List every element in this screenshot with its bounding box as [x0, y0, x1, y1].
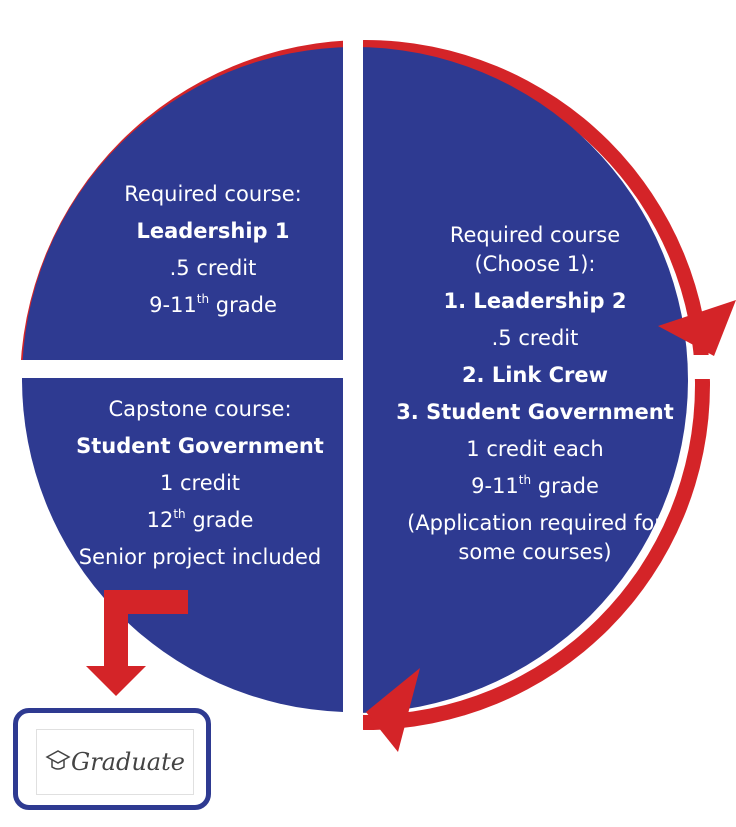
bottom-left-note: Senior project included	[78, 545, 322, 569]
graduate-box: Graduate	[13, 708, 211, 810]
bottom-left-heading: Capstone course:	[108, 397, 292, 421]
right-option-1: 1. Leadership 2	[443, 289, 627, 313]
right-note-line1: (Application required for	[407, 511, 663, 535]
top-left-grade: 9-11th grade	[149, 292, 277, 317]
right-heading-line1: Required course	[449, 223, 621, 247]
bottom-left-course-panel: Capstone course: Student Government 1 cr…	[40, 395, 360, 580]
top-left-course-panel: Required course: Leadership 1 .5 credit …	[83, 180, 343, 328]
ring-break-left	[0, 360, 40, 378]
right-note-line2: some courses)	[458, 540, 612, 564]
top-left-credit: .5 credit	[169, 256, 257, 280]
top-left-course-name: Leadership 1	[136, 219, 290, 243]
bottom-left-credit: 1 credit	[159, 471, 241, 495]
top-left-heading: Required course:	[124, 182, 302, 206]
navy-bottom-left	[21, 378, 344, 712]
graduation-cap-icon	[45, 750, 71, 770]
right-option-1-credit: .5 credit	[491, 326, 579, 350]
arrowhead-right	[658, 300, 736, 356]
graduate-logo-text: Graduate	[71, 748, 185, 776]
bottom-left-course-name: Student Government	[76, 434, 324, 458]
elbow-arrow-vertical	[104, 590, 128, 670]
right-heading-line2: (Choose 1):	[474, 252, 596, 276]
ring-break-right	[690, 355, 736, 379]
right-credit: 1 credit each	[466, 437, 604, 461]
vertical-divider	[343, 30, 363, 730]
right-option-2: 2. Link Crew	[461, 363, 609, 387]
arrowhead-bottom	[366, 668, 420, 752]
right-course-panel: Required course (Choose 1): 1. Leadershi…	[370, 221, 700, 575]
graduate-logo: Graduate	[36, 729, 194, 795]
horizontal-divider	[0, 360, 343, 378]
right-option-3: 3. Student Government	[396, 400, 674, 424]
elbow-arrowhead	[86, 666, 146, 696]
bottom-left-grade: 12th grade	[146, 507, 254, 532]
right-grade: 9-11th grade	[471, 473, 599, 498]
